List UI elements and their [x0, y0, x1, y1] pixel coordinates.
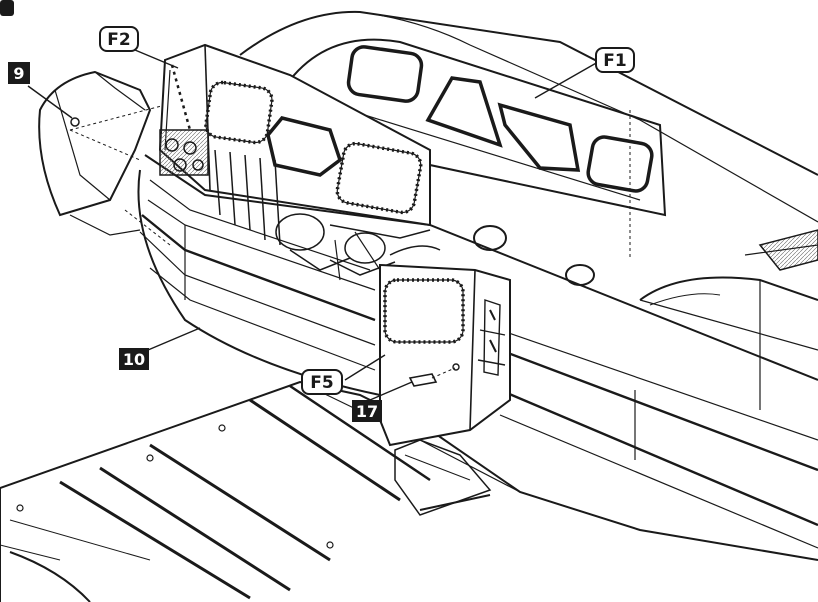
- f2-window-1: [204, 80, 274, 145]
- part-label-9-text: 9: [13, 64, 24, 83]
- callout-f2-text: F2: [107, 30, 130, 50]
- callout-f1: F1: [595, 47, 635, 73]
- part-label-17: 17: [352, 400, 382, 422]
- f1-window-2: [425, 76, 503, 148]
- f2-window-3: [335, 141, 423, 215]
- callout-f1-text: F1: [603, 51, 626, 71]
- f1-window-3: [497, 102, 581, 172]
- fuselage: [137, 10, 818, 549]
- part-label-10: 10: [119, 348, 149, 370]
- cockpit-interior: [159, 129, 441, 281]
- callout-f5: F5: [301, 369, 343, 395]
- leader-lines: [27, 49, 599, 401]
- callout-f2: F2: [99, 26, 139, 52]
- part-label-9: 9: [8, 62, 30, 84]
- f5-window: [383, 278, 465, 344]
- part-label-10-text: 10: [123, 350, 145, 369]
- door-f5: [379, 263, 511, 447]
- nose-part-9: [38, 70, 171, 246]
- part-label-17-text: 17: [356, 402, 378, 421]
- step-marker: [0, 0, 14, 16]
- canopy-f2: [158, 43, 431, 227]
- callout-f5-text: F5: [310, 373, 333, 393]
- f1-window-1: [346, 45, 424, 103]
- f1-window-4: [586, 135, 654, 193]
